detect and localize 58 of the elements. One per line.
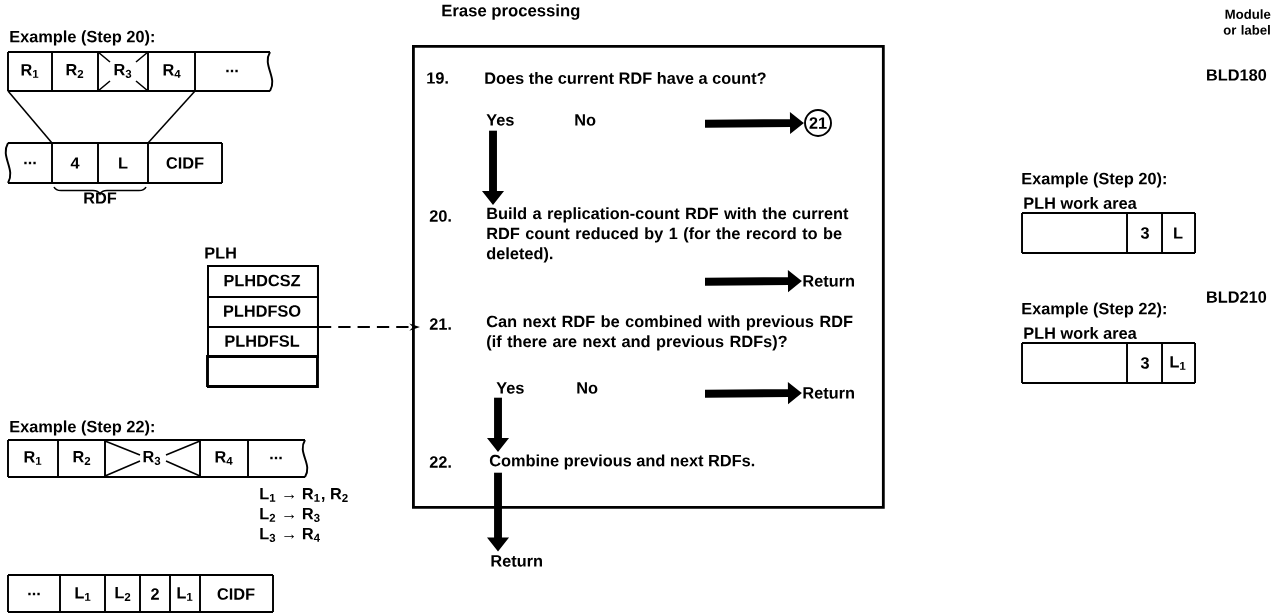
cell-label: L$_{1}$: [1170, 356, 1186, 370]
step-text: Combine previous and next RDFs.: [489, 454, 755, 470]
cell-label: 2: [151, 588, 159, 600]
mapping-note: L$_{1}$ → R$_{1}$, R$_{2}$: [260, 488, 348, 502]
mapping-note: L$_{2}$ → R$_{3}$: [260, 508, 320, 522]
cell-label: 3: [1140, 357, 1149, 369]
cell-label: L$_{1}$: [75, 587, 91, 601]
cell-label: ...: [270, 456, 282, 460]
example-heading: Example (Step 20):: [10, 30, 154, 46]
return-label: Return: [491, 555, 542, 567]
return-label: Return: [803, 275, 854, 287]
cell-label: CIDF: [217, 588, 255, 600]
field-cell: [206, 355, 318, 387]
step-text: Does the current RDF have a count?: [485, 72, 766, 84]
cell-label: R$_{1}$: [21, 64, 39, 78]
cell-label: R$_{2}$: [66, 64, 84, 78]
step-text: Build a replication-count RDF with the current RDF count reduced by 1 (for the record to be deleted).: [486, 207, 849, 263]
branch-label: No: [575, 114, 596, 126]
cell-label: L: [1174, 227, 1183, 239]
brace-label: RDF: [84, 192, 117, 204]
module-name: BLD210: [1207, 291, 1267, 303]
cell-label: CIDF: [166, 157, 204, 169]
block-heading: PLH: [205, 247, 236, 259]
step-number: 22.: [429, 456, 451, 468]
step-number: 19.: [427, 72, 448, 84]
area-heading: PLH work area: [1024, 197, 1137, 209]
cell-label: L: [119, 157, 128, 169]
field-cell: PLHDFSL: [207, 326, 319, 358]
cell-label: ...: [24, 161, 36, 165]
mapping-note: L$_{3}$ → R$_{4}$: [260, 528, 320, 542]
module-name: BLD180: [1207, 69, 1267, 81]
branch-label: Yes: [496, 382, 524, 394]
branch-label: No: [577, 382, 598, 394]
return-label: Return: [803, 387, 854, 399]
branch-label: Yes: [486, 114, 514, 126]
step-number: 20.: [429, 210, 451, 222]
example-heading: Example (Step 22):: [10, 420, 154, 436]
field-cell: PLHDCSZ: [207, 265, 319, 298]
cell-label: L$_{2}$: [115, 587, 131, 601]
cell-label: ...: [28, 592, 40, 596]
area-heading: PLH work area: [1024, 327, 1137, 339]
example-heading: Example (Step 22):: [1022, 302, 1166, 318]
section-title: Erase processing: [442, 4, 580, 20]
cell-label: R$_{3}$: [143, 451, 161, 465]
example-heading: Example (Step 20):: [1022, 172, 1166, 188]
field-cell: PLHDFSO: [207, 296, 319, 328]
step-number: 21.: [429, 318, 451, 330]
cell-label: L$_{1}$: [177, 587, 193, 601]
cell-label: R$_{4}$: [163, 64, 181, 78]
cell-label: ...: [226, 69, 238, 73]
column-heading: Module or label: [1223, 9, 1271, 35]
cell-label: R$_{3}$: [114, 64, 132, 78]
cell-label: 3: [1140, 227, 1149, 239]
cell-label: R$_{2}$: [73, 451, 91, 465]
step-text: Can next RDF be combined with previous RDF (if there are next and previous RDFs)?: [486, 315, 853, 351]
cell-label: R$_{1}$: [24, 451, 42, 465]
cell-label: 4: [70, 157, 80, 169]
cell-label: R$_{4}$: [215, 451, 233, 465]
